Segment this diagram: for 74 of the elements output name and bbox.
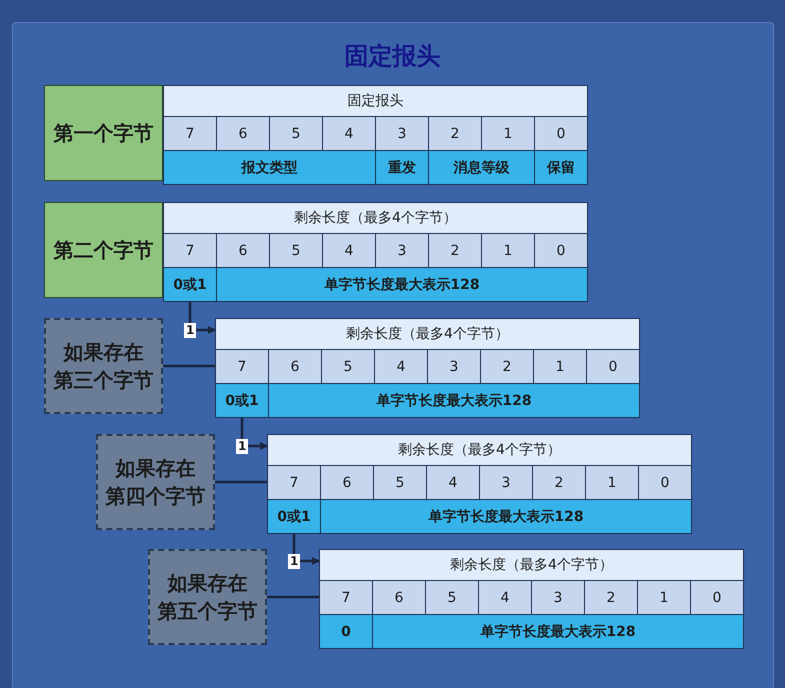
field-name: 重发: [376, 151, 428, 184]
table-heading: 剩余长度（最多4个字节）: [268, 435, 691, 465]
bit-number: 0: [535, 234, 587, 267]
bit-number: 6: [269, 350, 321, 383]
bit-number: 5: [322, 350, 374, 383]
bit-number: 6: [373, 581, 425, 614]
edge-label: 1: [184, 322, 196, 338]
connector-line: [163, 364, 215, 368]
bit-number: 2: [429, 234, 481, 267]
flag-field: 0或1: [216, 384, 268, 417]
bit-number: 2: [533, 466, 585, 499]
bit-number: 1: [534, 350, 586, 383]
table-heading: 剩余长度（最多4个字节）: [216, 319, 639, 349]
bit-number: 4: [479, 581, 531, 614]
bit-table: [163, 202, 588, 302]
byte-label: 第二个字节: [44, 202, 163, 298]
bit-table: [215, 318, 640, 418]
field-name: 保留: [535, 151, 587, 184]
bit-number: 1: [638, 581, 690, 614]
bit-table: [319, 549, 744, 649]
optional-byte-label: 如果存在第五个字节: [148, 549, 267, 645]
diagram-title: 固定报头: [344, 41, 442, 72]
bit-number: 6: [217, 117, 269, 150]
field-name: 单字节长度最大表示128: [269, 384, 639, 417]
bit-number: 2: [429, 117, 481, 150]
bit-table: [163, 85, 588, 185]
bit-number: 4: [323, 234, 375, 267]
bit-number: 1: [482, 117, 534, 150]
field-name: 消息等级: [429, 151, 534, 184]
bit-number: 6: [217, 234, 269, 267]
field-name: 单字节长度最大表示128: [373, 615, 743, 648]
bit-number: 5: [270, 117, 322, 150]
bit-number: 7: [164, 234, 216, 267]
byte-label: 第一个字节: [44, 85, 163, 181]
field-name: 单字节长度最大表示128: [321, 500, 691, 533]
bit-number: 7: [164, 117, 216, 150]
bit-number: 4: [323, 117, 375, 150]
edge-label: 1: [236, 438, 248, 454]
optional-byte-label: 如果存在第三个字节: [44, 318, 163, 414]
bit-number: 0: [535, 117, 587, 150]
table-heading: 剩余长度（最多4个字节）: [320, 550, 743, 580]
bit-number: 4: [427, 466, 479, 499]
bit-number: 3: [480, 466, 532, 499]
table-heading: 剩余长度（最多4个字节）: [164, 203, 587, 233]
edge-label: 1: [288, 554, 300, 568]
bit-number: 3: [376, 234, 428, 267]
field-name: 报文类型: [164, 151, 375, 184]
flag-field: 0或1: [164, 268, 216, 301]
bit-number: 7: [320, 581, 372, 614]
flag-field: 0或1: [268, 500, 320, 533]
optional-byte-label: 如果存在第四个字节: [96, 434, 215, 530]
bit-number: 2: [481, 350, 533, 383]
bit-number: 0: [691, 581, 743, 614]
bit-number: 2: [585, 581, 637, 614]
bit-number: 6: [321, 466, 373, 499]
bit-number: 7: [216, 350, 268, 383]
field-name: 单字节长度最大表示128: [217, 268, 587, 301]
bit-number: 1: [482, 234, 534, 267]
table-heading: 固定报头: [164, 86, 587, 116]
bit-number: 0: [587, 350, 639, 383]
flag-field: 0: [320, 615, 372, 648]
bit-number: 1: [586, 466, 638, 499]
connector-line: [215, 480, 267, 484]
bit-number: 4: [375, 350, 427, 383]
bit-number: 7: [268, 466, 320, 499]
connector-line: [267, 596, 319, 598]
bit-table: [267, 434, 692, 534]
bit-number: 0: [639, 466, 691, 499]
bit-number: 5: [426, 581, 478, 614]
bit-number: 5: [270, 234, 322, 267]
bit-number: 3: [376, 117, 428, 150]
bit-number: 3: [532, 581, 584, 614]
bit-number: 5: [374, 466, 426, 499]
bit-number: 3: [428, 350, 480, 383]
